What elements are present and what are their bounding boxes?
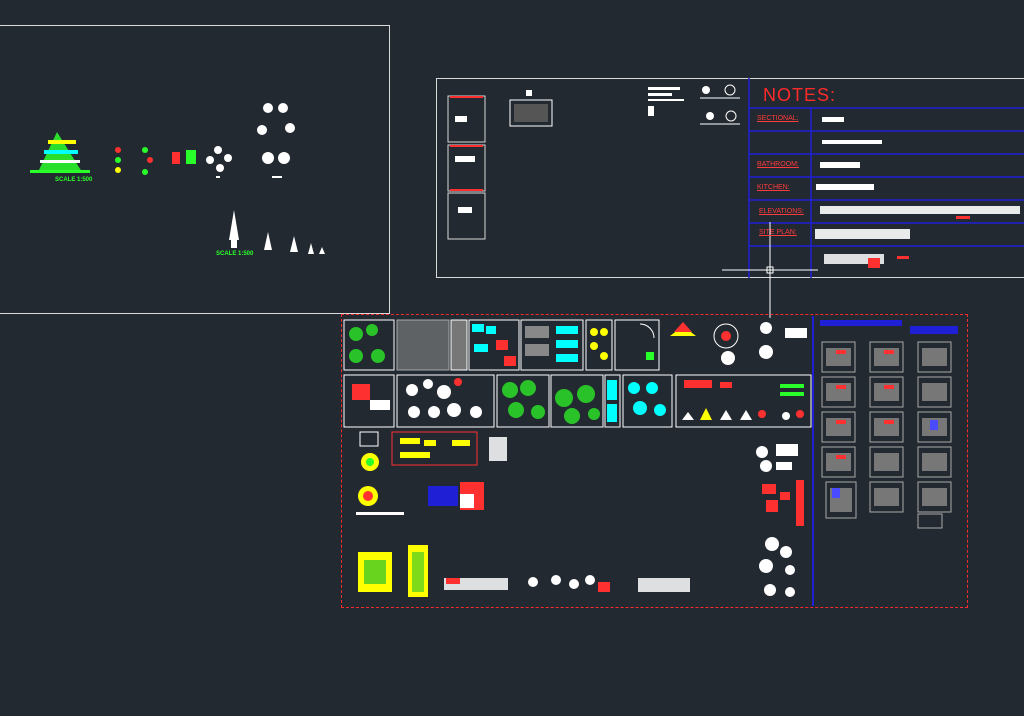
notes-row-site-plan: SITE PLAN:	[759, 229, 797, 236]
layout-sheet-notes[interactable]	[436, 78, 1024, 278]
notes-row-kitchen: KITCHEN:	[757, 184, 790, 191]
scale-label-2: SCALE 1:500	[216, 251, 254, 257]
notes-row-elevations: ELEVATIONS:	[759, 208, 804, 215]
notes-row-bathroom: BATHROOM:	[757, 161, 799, 168]
layout-sheet-left[interactable]	[0, 25, 390, 314]
notes-row-sectional: SECTIONAL:	[757, 115, 799, 122]
block-library-frame[interactable]	[341, 314, 968, 608]
notes-title: NOTES:	[763, 85, 837, 105]
scale-label-1: SCALE 1:500	[55, 177, 93, 183]
